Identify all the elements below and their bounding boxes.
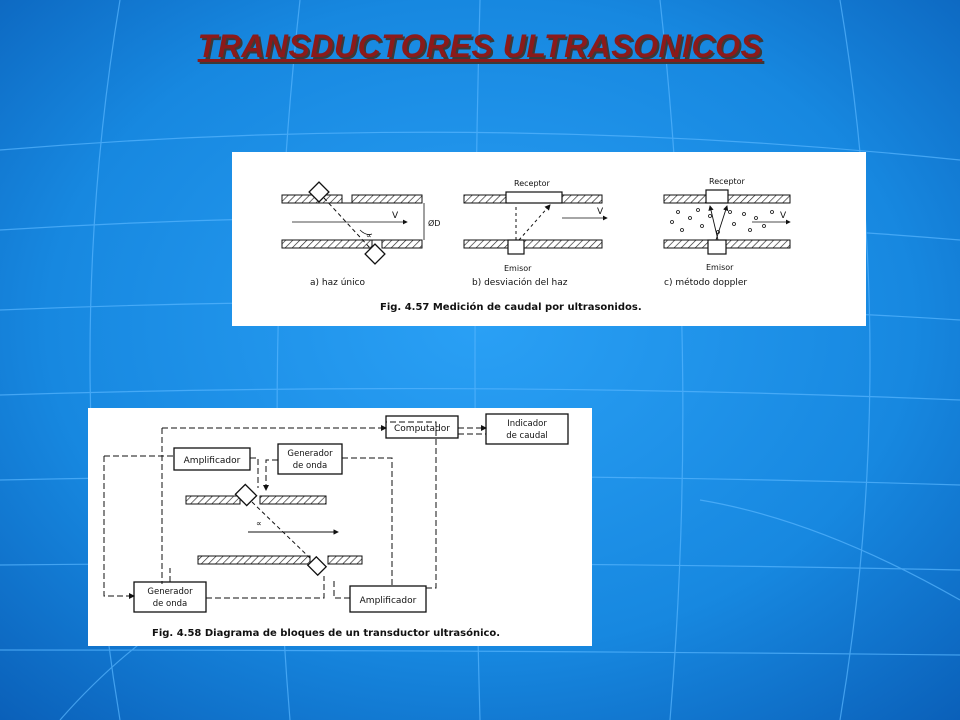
generador-bottom-label-line2: de onda [153,599,188,609]
panel-b-beam-deflection: Receptor V Emisor b) desviación del haz [463,179,608,288]
figure-caption: Fig. 4.58 Diagrama de bloques de un tran… [152,627,500,639]
receptor-label: Receptor [709,177,746,186]
amplificador-top-block [173,447,251,471]
figure-4-57: V ∝ ØD a) haz único Receptor V Emisor b)… [232,152,866,326]
transducer-top [308,181,330,203]
emisor-box [507,239,525,255]
signal-lines [103,421,487,599]
velocity-label: V [597,207,604,217]
figure-caption: Fig. 4.57 Medición de caudal por ultraso… [380,301,642,313]
figure-4-58-drawing: Computador Indicador de caudal Amplifica… [103,413,569,639]
generador-bottom-label-line1: Generador [147,587,193,597]
indicador-block [485,413,569,445]
figure-4-58: Computador Indicador de caudal Amplifica… [88,408,592,646]
receptor-box [505,191,563,204]
panel-c-label: c) método doppler [664,277,747,288]
panel-a-label: a) haz único [310,278,366,288]
generador-top-block [277,443,343,475]
generador-top-label-line1: Generador [287,449,333,459]
angle-label: ∝ [366,231,372,240]
angle-label: ∝ [256,519,262,528]
amplificador-bottom-block [349,585,427,613]
velocity-label: V [780,211,787,221]
velocity-label: V [392,211,399,221]
receptor-label: Receptor [514,179,551,188]
amplificador-top-label: Amplificador [184,456,241,466]
transducer-bottom [306,555,328,577]
transducer-top [234,483,258,507]
transducer-bottom [364,243,386,265]
slide-title: TRANSDUCTORES ULTRASONICOS [197,28,763,64]
figure-4-57-drawing: V ∝ ØD a) haz único Receptor V Emisor b)… [281,177,791,313]
emisor-label: Emisor [504,264,532,273]
particles [670,208,774,234]
panel-c-doppler-method: Receptor V Emisor c) método doppler [663,177,791,288]
panel-a-single-beam: V ∝ ØD a) haz único [281,181,440,288]
computador-label: Computador [394,424,450,434]
indicador-label-line2: de caudal [506,431,548,441]
amplificador-bottom-label: Amplificador [360,596,417,606]
panel-b-label: b) desviación del haz [472,277,568,288]
generador-top-label-line2: de onda [293,461,328,471]
diameter-label: ØD [428,218,440,228]
emisor-label: Emisor [706,263,734,272]
indicador-label-line1: Indicador [507,419,547,429]
